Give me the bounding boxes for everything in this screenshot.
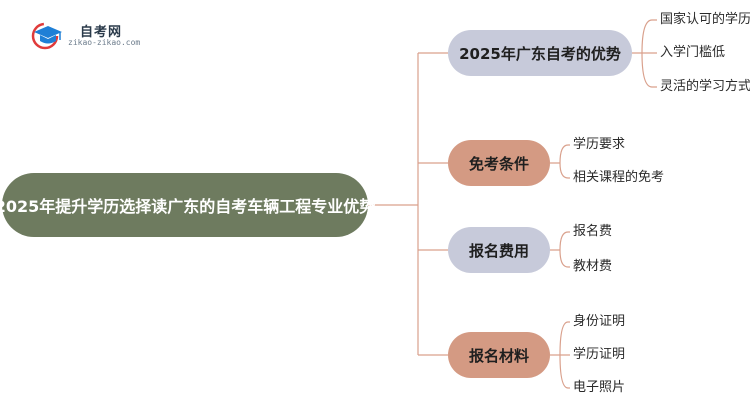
leaf-low-threshold[interactable]: 入学门槛低 <box>660 45 726 60</box>
root-topic[interactable]: 2025年提升学历选择读广东的自考车辆工程专业优势 <box>0 173 375 237</box>
branch-registration-fees[interactable]: 报名费用 <box>448 227 550 273</box>
leaf-education-requirement[interactable]: 学历要求 <box>573 137 626 152</box>
leaf-connector-1 <box>632 19 657 88</box>
branch-registration-materials[interactable]: 报名材料 <box>448 332 550 378</box>
leaf-registration-fee[interactable]: 报名费 <box>573 224 613 239</box>
leaf-connector-3 <box>550 231 570 268</box>
logo-url: zikao-zikao.com <box>68 38 141 47</box>
leaf-degree-proof[interactable]: 学历证明 <box>573 347 626 362</box>
leaf-course-exemption[interactable]: 相关课程的免考 <box>573 170 665 185</box>
leaf-id-proof[interactable]: 身份证明 <box>573 314 626 329</box>
leaf-connector-2 <box>550 144 570 179</box>
leaf-textbook-fee[interactable]: 教材费 <box>573 259 613 274</box>
logo-title: 自考网 <box>80 25 123 40</box>
leaf-connector-4 <box>550 321 570 389</box>
branch-guangdong-advantages[interactable]: 2025年广东自考的优势 <box>448 30 632 76</box>
branch-exemption-conditions[interactable]: 免考条件 <box>448 140 550 186</box>
graduation-cap-icon <box>31 22 62 50</box>
leaf-digital-photo[interactable]: 电子照片 <box>573 380 626 395</box>
leaf-flexible-learning[interactable]: 灵活的学习方式 <box>660 79 750 94</box>
leaf-national-degree[interactable]: 国家认可的学历 <box>660 12 750 27</box>
site-logo[interactable]: 自考网 zikao-zikao.com <box>30 18 160 52</box>
